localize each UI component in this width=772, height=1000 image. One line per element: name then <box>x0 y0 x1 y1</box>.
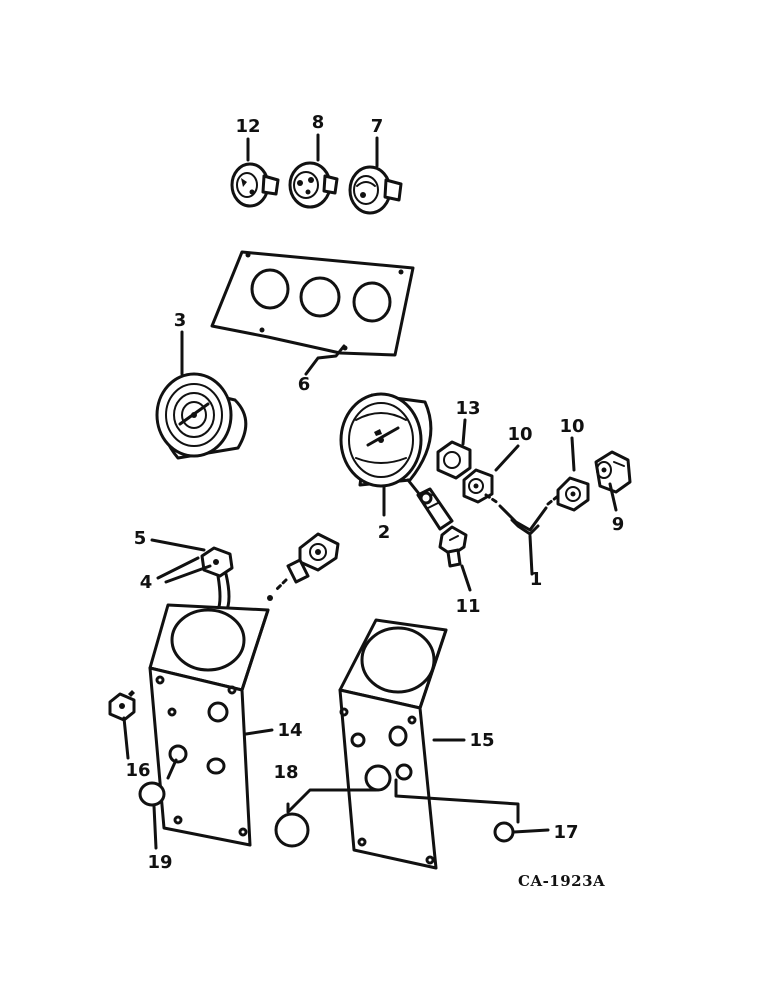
gauge-panel-6 <box>210 250 415 357</box>
label-4: 4 <box>140 572 153 593</box>
label-14: 14 <box>277 720 302 741</box>
fitting-10-right <box>556 476 590 512</box>
drawing-code: CA-1923A <box>518 872 605 890</box>
nut-13 <box>436 440 472 480</box>
tube-1 <box>484 493 560 536</box>
label-17: 17 <box>553 822 578 843</box>
bracket-14 <box>148 603 270 847</box>
label-3: 3 <box>174 310 187 331</box>
label-9: 9 <box>612 514 625 535</box>
small-gauge-12 <box>230 162 280 208</box>
label-13: 13 <box>455 398 480 419</box>
bracket-15 <box>338 618 448 870</box>
gauge-3 <box>155 372 248 460</box>
small-gauge-8 <box>288 161 339 209</box>
leader-lines <box>122 133 618 850</box>
label-2: 2 <box>378 522 391 543</box>
label-12: 12 <box>235 116 260 137</box>
plug-18 <box>274 812 310 848</box>
plug-16 <box>108 690 136 722</box>
label-16: 16 <box>125 760 150 781</box>
label-10-right: 10 <box>559 416 584 437</box>
pipe-fitting <box>267 532 340 601</box>
gauge-2-fitting <box>416 487 454 531</box>
label-1: 1 <box>530 569 543 590</box>
label-7: 7 <box>371 116 384 137</box>
label-5: 5 <box>134 528 147 549</box>
elbow-fitting-9 <box>594 450 632 494</box>
callout-labels: 12 8 7 3 6 13 10 10 2 9 1 11 5 4 14 15 1… <box>125 112 624 873</box>
gauge-2 <box>339 392 433 497</box>
label-18: 18 <box>273 762 298 783</box>
plug-19 <box>138 781 166 807</box>
label-19: 19 <box>147 852 172 873</box>
label-15: 15 <box>469 730 494 751</box>
label-6: 6 <box>298 374 311 395</box>
label-11: 11 <box>455 596 480 617</box>
label-10-left: 10 <box>507 424 532 445</box>
fitting-11 <box>438 525 468 568</box>
plug-17 <box>493 821 515 843</box>
label-8: 8 <box>312 112 325 133</box>
small-gauge-7 <box>348 165 403 215</box>
